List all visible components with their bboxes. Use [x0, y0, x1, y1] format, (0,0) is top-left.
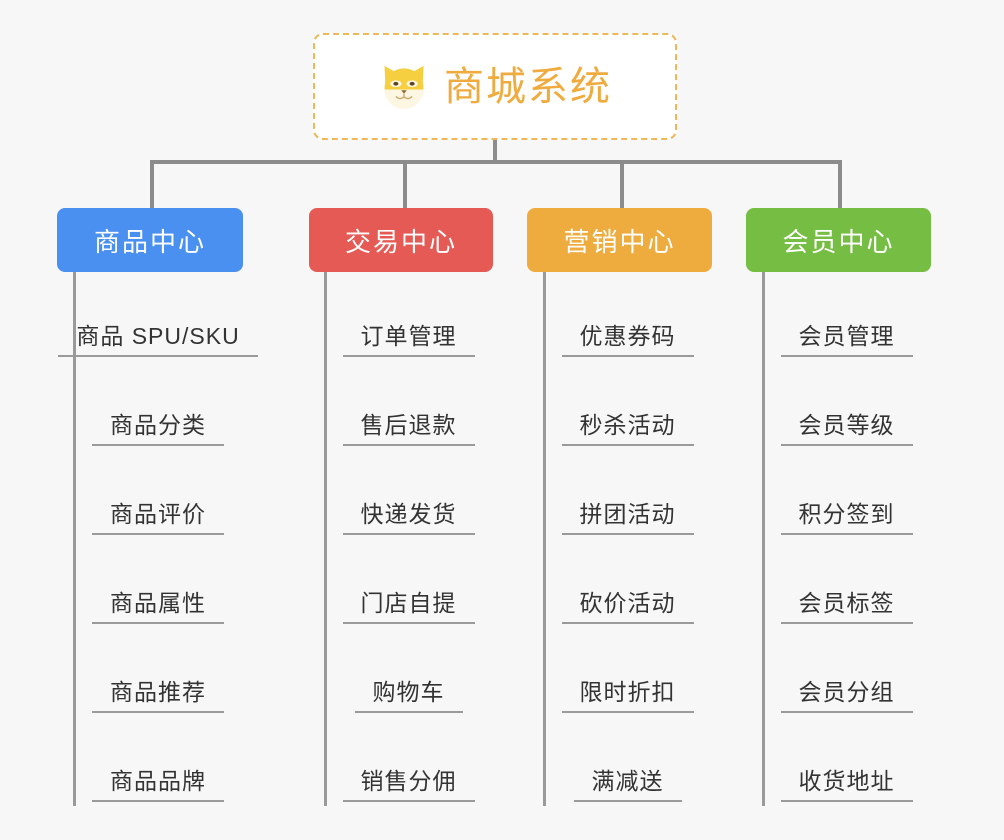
- leaf-item[interactable]: 快递发货: [324, 450, 493, 539]
- leaf-item[interactable]: 会员标签: [762, 539, 931, 628]
- leaf-item-label: 会员标签: [780, 590, 913, 624]
- leaf-item-label: 快递发货: [342, 501, 475, 535]
- leaf-item[interactable]: 商品属性: [73, 539, 243, 628]
- leaf-item-label: 门店自提: [342, 590, 475, 624]
- category-header-3[interactable]: 营销中心: [527, 208, 712, 272]
- leaf-item-label: 商品品牌: [92, 768, 224, 802]
- branch-drop-connector-2: [403, 160, 407, 208]
- leaf-item-label: 售后退款: [342, 412, 475, 446]
- leaf-item-label: 商品 SPU/SKU: [58, 323, 258, 357]
- leaf-item[interactable]: 限时折扣: [543, 628, 712, 717]
- category-label: 商品中心: [93, 226, 206, 257]
- leaf-item[interactable]: 销售分佣: [324, 717, 493, 806]
- leaf-item[interactable]: 满减送: [543, 717, 712, 806]
- leaf-item-label: 砍价活动: [561, 590, 694, 624]
- root-node[interactable]: 商城系统: [313, 33, 677, 140]
- category-spine-1: [73, 272, 76, 806]
- category-header-1[interactable]: 商品中心: [57, 208, 243, 272]
- leaf-item-label: 会员等级: [780, 412, 913, 446]
- category-header-4[interactable]: 会员中心: [746, 208, 931, 272]
- category-label: 会员中心: [782, 226, 895, 257]
- leaf-item[interactable]: 秒杀活动: [543, 361, 712, 450]
- branch-drop-connector-1: [150, 160, 154, 208]
- branch-drop-connector-3: [620, 160, 624, 208]
- leaf-item[interactable]: 售后退款: [324, 361, 493, 450]
- leaf-item-label: 销售分佣: [342, 768, 475, 802]
- leaf-item[interactable]: 会员等级: [762, 361, 931, 450]
- leaf-item-label: 积分签到: [780, 501, 913, 535]
- leaf-item[interactable]: 拼团活动: [543, 450, 712, 539]
- category-label: 营销中心: [563, 226, 676, 257]
- leaf-item-label: 收货地址: [780, 768, 913, 802]
- category-label: 交易中心: [344, 226, 457, 257]
- leaf-item[interactable]: 商品推荐: [73, 628, 243, 717]
- leaf-item[interactable]: 商品评价: [73, 450, 243, 539]
- leaf-item-label: 优惠券码: [561, 323, 694, 357]
- branch-drop-connector-4: [838, 160, 842, 208]
- category-spine-2: [324, 272, 327, 806]
- horizontal-bus-connector: [151, 160, 841, 164]
- leaf-item[interactable]: 商品品牌: [73, 717, 243, 806]
- leaf-item-label: 商品属性: [92, 590, 224, 624]
- leaf-item[interactable]: 商品 SPU/SKU: [58, 272, 258, 361]
- leaf-item[interactable]: 会员分组: [762, 628, 931, 717]
- leaf-item[interactable]: 积分签到: [762, 450, 931, 539]
- category-header-2[interactable]: 交易中心: [309, 208, 493, 272]
- leaf-item[interactable]: 购物车: [324, 628, 493, 717]
- leaf-item[interactable]: 商品分类: [73, 361, 243, 450]
- leaf-item-label: 会员分组: [780, 679, 913, 713]
- leaf-item-label: 拼团活动: [561, 501, 694, 535]
- leaf-item-label: 会员管理: [780, 323, 913, 357]
- leaf-item-label: 满减送: [573, 768, 682, 802]
- leaf-item[interactable]: 会员管理: [762, 272, 931, 361]
- category-spine-4: [762, 272, 765, 806]
- root-title: 商城系统: [444, 64, 612, 109]
- leaf-item-label: 商品推荐: [92, 679, 224, 713]
- leaf-item-label: 秒杀活动: [561, 412, 694, 446]
- leaf-item-label: 购物车: [354, 679, 463, 713]
- shiba-dog-face-icon: [384, 65, 424, 109]
- leaf-item[interactable]: 收货地址: [762, 717, 931, 806]
- leaf-item-label: 限时折扣: [561, 679, 694, 713]
- leaf-item[interactable]: 订单管理: [324, 272, 493, 361]
- root-stem-connector: [493, 140, 497, 162]
- leaf-item[interactable]: 门店自提: [324, 539, 493, 628]
- leaf-item-label: 商品评价: [92, 501, 224, 535]
- leaf-item[interactable]: 优惠券码: [543, 272, 712, 361]
- leaf-item[interactable]: 砍价活动: [543, 539, 712, 628]
- leaf-item-label: 订单管理: [342, 323, 475, 357]
- leaf-item-label: 商品分类: [92, 412, 224, 446]
- category-spine-3: [543, 272, 546, 806]
